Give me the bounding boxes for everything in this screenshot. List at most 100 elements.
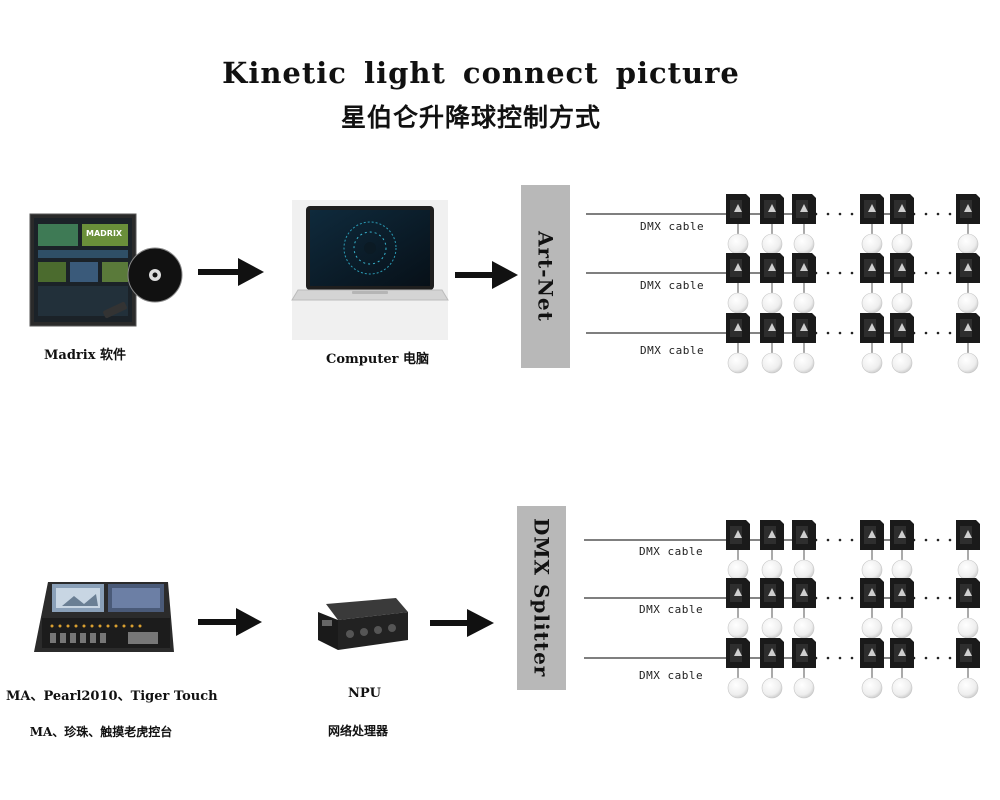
winch-logo-icon	[964, 588, 972, 596]
lighting-console-icon	[34, 582, 174, 652]
winch-logo-icon	[964, 648, 972, 656]
arrow-icon	[430, 609, 494, 637]
ellipsis-dot	[948, 538, 952, 542]
ellipsis-dot	[850, 596, 854, 600]
ellipsis-dot	[936, 271, 940, 275]
kinetic-ball-icon	[861, 292, 883, 314]
winch-logo-icon	[868, 204, 876, 212]
winch-logo-icon	[734, 204, 742, 212]
ellipsis-dot	[936, 656, 940, 660]
winch-logo-icon	[868, 588, 876, 596]
ellipsis-dot	[924, 271, 928, 275]
kinetic-ball-icon	[727, 352, 749, 374]
dmx-splitter-hub: DMX Splitter	[517, 506, 566, 690]
winch-logo-icon	[964, 530, 972, 538]
winch-logo-icon	[768, 648, 776, 656]
kinetic-ball-icon	[861, 559, 883, 581]
dmx-cable-label: DMX cable	[639, 603, 704, 616]
ellipsis-dot	[850, 538, 854, 542]
dmx-cable-label: DMX cable	[640, 344, 705, 357]
winch-logo-icon	[734, 323, 742, 331]
winch-logo-icon	[734, 263, 742, 271]
kinetic-ball-icon	[761, 677, 783, 699]
kinetic-fixture-grid	[584, 194, 980, 699]
kinetic-ball-icon	[891, 233, 913, 255]
winch-logo-icon	[898, 204, 906, 212]
winch-logo-icon	[800, 648, 808, 656]
winch-logo-icon	[868, 648, 876, 656]
ellipsis-dot	[838, 212, 842, 216]
ellipsis-dot	[826, 212, 830, 216]
dmx-cable-label: DMX cable	[640, 279, 705, 292]
winch-logo-icon	[898, 263, 906, 271]
dmx-cable-label: DMX cable	[639, 669, 704, 682]
winch-logo-icon	[898, 323, 906, 331]
ellipsis-dot	[838, 538, 842, 542]
kinetic-ball-icon	[727, 559, 749, 581]
ellipsis-dot	[826, 596, 830, 600]
kinetic-ball-icon	[891, 677, 913, 699]
npu-label: NPU	[348, 686, 381, 701]
computer-label: Computer 电脑	[326, 352, 429, 367]
kinetic-ball-icon	[957, 233, 979, 255]
ellipsis-dot	[924, 331, 928, 335]
kinetic-ball-icon	[727, 617, 749, 639]
ellipsis-dot	[850, 212, 854, 216]
ellipsis-dot	[838, 596, 842, 600]
dmx-splitter-label: DMX Splitter	[529, 518, 554, 678]
ellipsis-dot	[850, 656, 854, 660]
winch-logo-icon	[898, 648, 906, 656]
kinetic-ball-icon	[957, 352, 979, 374]
kinetic-ball-icon	[861, 617, 883, 639]
kinetic-ball-icon	[891, 617, 913, 639]
winch-logo-icon	[964, 323, 972, 331]
winch-logo-icon	[768, 263, 776, 271]
ellipsis-dot	[948, 331, 952, 335]
winch-logo-icon	[868, 263, 876, 271]
ellipsis-dot	[936, 538, 940, 542]
kinetic-ball-icon	[891, 559, 913, 581]
kinetic-ball-icon	[861, 677, 883, 699]
kinetic-ball-icon	[793, 292, 815, 314]
kinetic-ball-icon	[793, 352, 815, 374]
page-subtitle: 星伯仑升降球控制方式	[340, 103, 601, 132]
ellipsis-dot	[924, 596, 928, 600]
winch-logo-icon	[734, 530, 742, 538]
winch-logo-icon	[898, 588, 906, 596]
winch-logo-icon	[768, 588, 776, 596]
madrix-box-brand: MADRIX	[86, 229, 123, 238]
artnet-label: Art-Net	[533, 231, 558, 322]
kinetic-ball-icon	[761, 292, 783, 314]
kinetic-ball-icon	[861, 352, 883, 374]
ellipsis-dot	[936, 596, 940, 600]
npu-device-icon	[318, 598, 408, 650]
kinetic-ball-icon	[727, 233, 749, 255]
winch-logo-icon	[734, 588, 742, 596]
winch-logo-icon	[768, 323, 776, 331]
arrow-icon	[198, 608, 262, 636]
ellipsis-dot	[948, 271, 952, 275]
winch-logo-icon	[800, 588, 808, 596]
ellipsis-dot	[924, 538, 928, 542]
ellipsis-dot	[826, 271, 830, 275]
winch-logo-icon	[800, 204, 808, 212]
ellipsis-dot	[838, 271, 842, 275]
kinetic-ball-icon	[957, 559, 979, 581]
kinetic-ball-icon	[761, 559, 783, 581]
dmx-cable-label: DMX cable	[639, 545, 704, 558]
laptop-icon	[291, 200, 449, 340]
kinetic-ball-icon	[957, 292, 979, 314]
artnet-hub: Art-Net	[521, 185, 570, 368]
ellipsis-dot	[838, 331, 842, 335]
winch-logo-icon	[898, 530, 906, 538]
kinetic-ball-icon	[891, 292, 913, 314]
ellipsis-dot	[948, 596, 952, 600]
ellipsis-dot	[838, 656, 842, 660]
kinetic-ball-icon	[727, 292, 749, 314]
ellipsis-dot	[924, 212, 928, 216]
winch-logo-icon	[964, 263, 972, 271]
kinetic-ball-icon	[727, 677, 749, 699]
winch-logo-icon	[800, 530, 808, 538]
npu-sublabel: 网络处理器	[328, 724, 389, 738]
